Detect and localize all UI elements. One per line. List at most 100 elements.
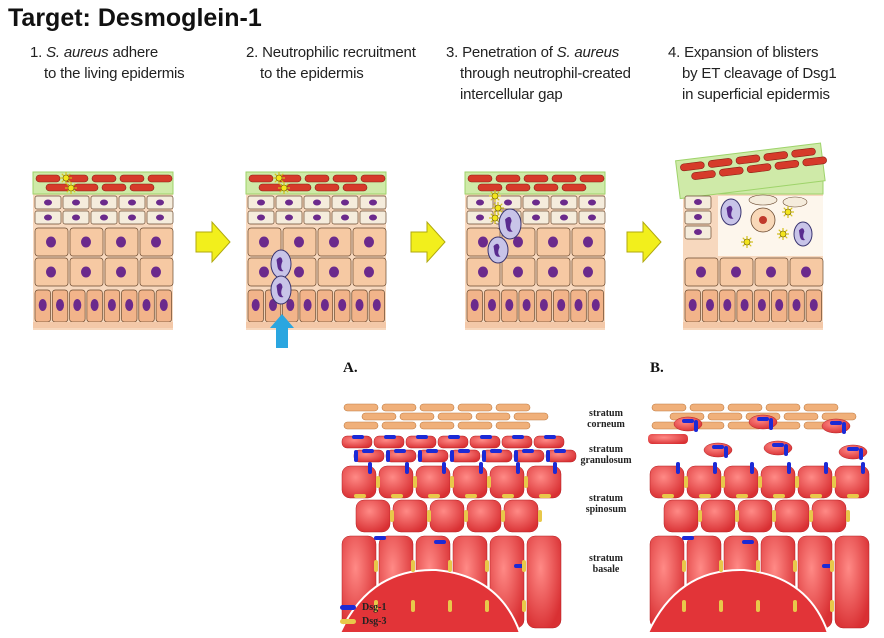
dsg1-desmosome <box>418 450 422 462</box>
granular-cell <box>449 449 481 463</box>
dsg3-desmosome <box>485 600 489 612</box>
dsg3-desmosome <box>698 510 702 522</box>
step-1-caption: 1. S. aureus adhere to the living epider… <box>30 44 185 82</box>
nucleus <box>107 299 116 311</box>
corneocyte <box>791 147 816 158</box>
nucleus <box>364 266 374 278</box>
spinous-cell <box>489 465 525 499</box>
dsg1-desmosome <box>386 450 390 462</box>
dsg3-desmosome <box>539 494 551 498</box>
basement-membrane <box>683 322 823 328</box>
nucleus <box>156 199 164 206</box>
basement-membrane <box>33 322 173 328</box>
corneocyte <box>457 403 493 412</box>
nucleus <box>286 299 295 311</box>
dsg1-desmosome <box>787 462 791 474</box>
spinous-cell <box>797 465 833 499</box>
basement-membrane <box>246 322 386 328</box>
detached-cell <box>748 194 778 206</box>
nucleus <box>548 236 558 248</box>
corneocyte <box>304 174 330 183</box>
corneocyte <box>129 183 155 192</box>
dsg1-desmosome <box>546 450 550 462</box>
nucleus <box>73 299 82 311</box>
corneocyte <box>774 159 800 170</box>
corneocyte <box>314 183 340 192</box>
spinous-cell <box>811 499 847 533</box>
granular-cell <box>501 435 533 449</box>
nucleus <box>56 299 64 311</box>
dsg3-desmosome <box>464 510 468 522</box>
detached-granular-cell <box>821 418 851 434</box>
nucleus <box>583 236 593 248</box>
dsg3-desmosome <box>524 476 528 488</box>
dsg3-desmosome <box>428 494 440 498</box>
corneocyte <box>419 403 455 412</box>
corneocyte <box>505 183 531 192</box>
dsg1-desmosome <box>847 447 859 451</box>
dsg1-desmosome <box>434 540 446 544</box>
basal-cell <box>834 535 870 629</box>
nucleus <box>320 299 329 311</box>
corneocyte <box>689 421 725 430</box>
nucleus <box>269 299 277 311</box>
nucleus <box>294 266 304 278</box>
spinous-cell <box>503 499 539 533</box>
bacteria-icon <box>60 172 72 184</box>
nucleus <box>478 236 488 248</box>
dsg3-desmosome <box>501 510 505 522</box>
spinous-cell <box>774 499 810 533</box>
corneocyte <box>513 412 549 421</box>
corneocyte <box>475 412 511 421</box>
corneocyte <box>286 183 312 192</box>
neutrophil-icon <box>270 275 292 305</box>
detached-granular-cell <box>838 444 868 460</box>
granular-cell <box>341 435 373 449</box>
nucleus <box>694 229 702 235</box>
dsg3-desmosome <box>830 560 834 572</box>
dsg3-desmosome <box>847 494 859 498</box>
dsg1-desmosome <box>450 450 454 462</box>
dsg3-desmosome <box>374 560 378 572</box>
dsg1-desmosome <box>822 564 834 568</box>
basal-cell <box>452 535 488 629</box>
neutrophil-icon <box>487 236 509 264</box>
basal-cell <box>723 535 759 629</box>
dsg1-desmosome <box>426 449 438 453</box>
nucleus <box>548 266 558 278</box>
stage-illustrations <box>32 142 827 348</box>
corneocyte <box>523 174 549 183</box>
panel-background <box>648 400 874 633</box>
nucleus <box>285 199 293 206</box>
nucleus <box>801 266 811 278</box>
nucleus <box>159 299 168 311</box>
dsg1-desmosome <box>352 435 364 439</box>
neutrophil-icon <box>498 208 522 240</box>
dsg1-desmosome <box>362 449 374 453</box>
corneocyte <box>332 174 358 183</box>
granular-cell <box>353 449 385 463</box>
nucleus <box>125 299 134 311</box>
spinous-cell <box>737 499 773 533</box>
spinous-cell <box>355 499 391 533</box>
corneocyte <box>803 421 839 430</box>
dsg3-desmosome <box>427 510 431 522</box>
granular-cell <box>373 435 405 449</box>
spinous-cell <box>429 499 465 533</box>
nucleus <box>313 199 321 206</box>
nucleus <box>731 266 741 278</box>
nucleus <box>257 214 265 221</box>
nucleus <box>591 299 600 311</box>
nucleus <box>532 214 540 221</box>
neutrophil-icon <box>793 221 813 247</box>
spinous-cell <box>466 499 502 533</box>
dsg3-desmosome <box>721 476 725 488</box>
bacteria-icon <box>492 202 504 214</box>
corneocyte <box>746 163 772 174</box>
spinous-cell <box>700 499 736 533</box>
nucleus <box>513 236 523 248</box>
bacteria-icon <box>782 206 794 218</box>
dsg1-desmosome <box>676 462 680 474</box>
bacteria-icon <box>777 228 789 240</box>
